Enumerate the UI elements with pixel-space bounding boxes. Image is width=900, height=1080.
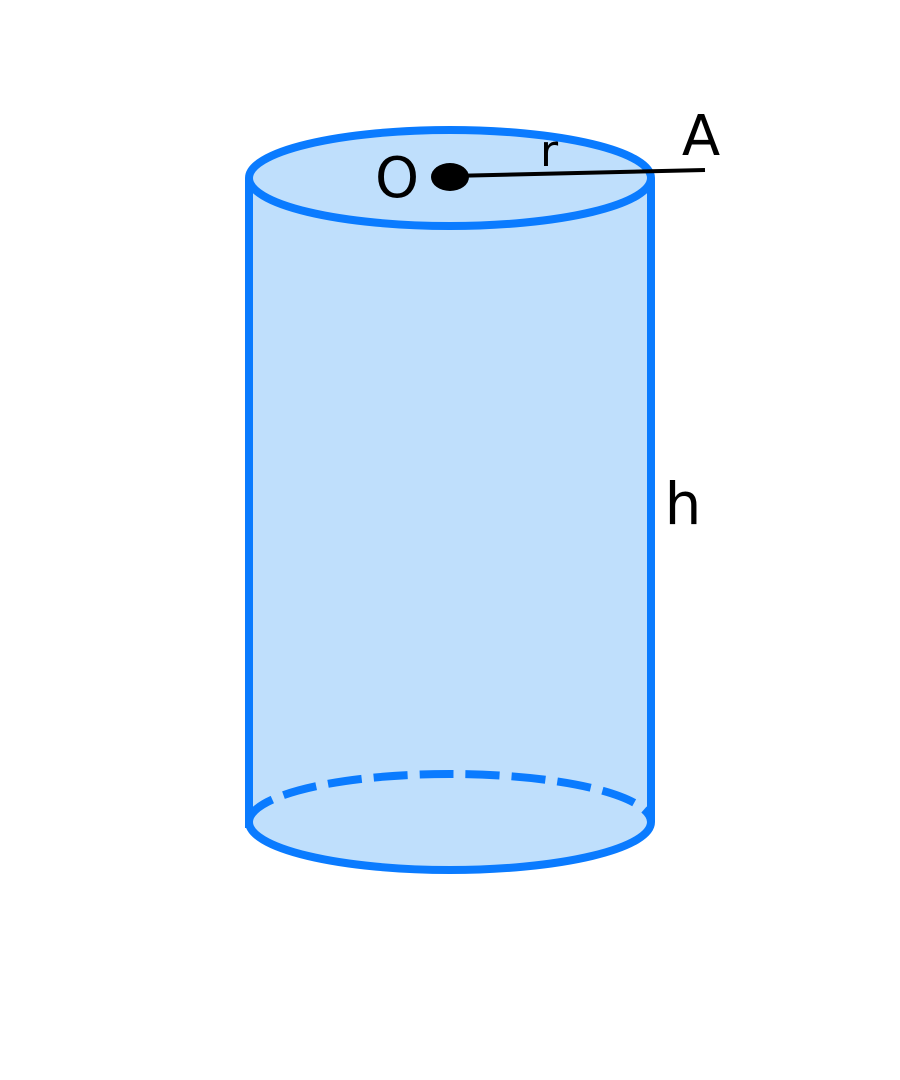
bottom-base-fill	[249, 774, 651, 870]
center-point	[431, 163, 469, 191]
top-base-edge	[245, 126, 655, 230]
radius-label: r	[540, 126, 559, 177]
radius-line	[449, 168, 706, 178]
cylinder-body-fill	[249, 178, 651, 870]
bottom-base-hidden-edge	[245, 770, 655, 823]
center-label: O	[375, 146, 419, 211]
point-label: A	[682, 104, 720, 169]
height-label: h	[665, 470, 702, 538]
bottom-base-visible-edge	[245, 821, 655, 874]
